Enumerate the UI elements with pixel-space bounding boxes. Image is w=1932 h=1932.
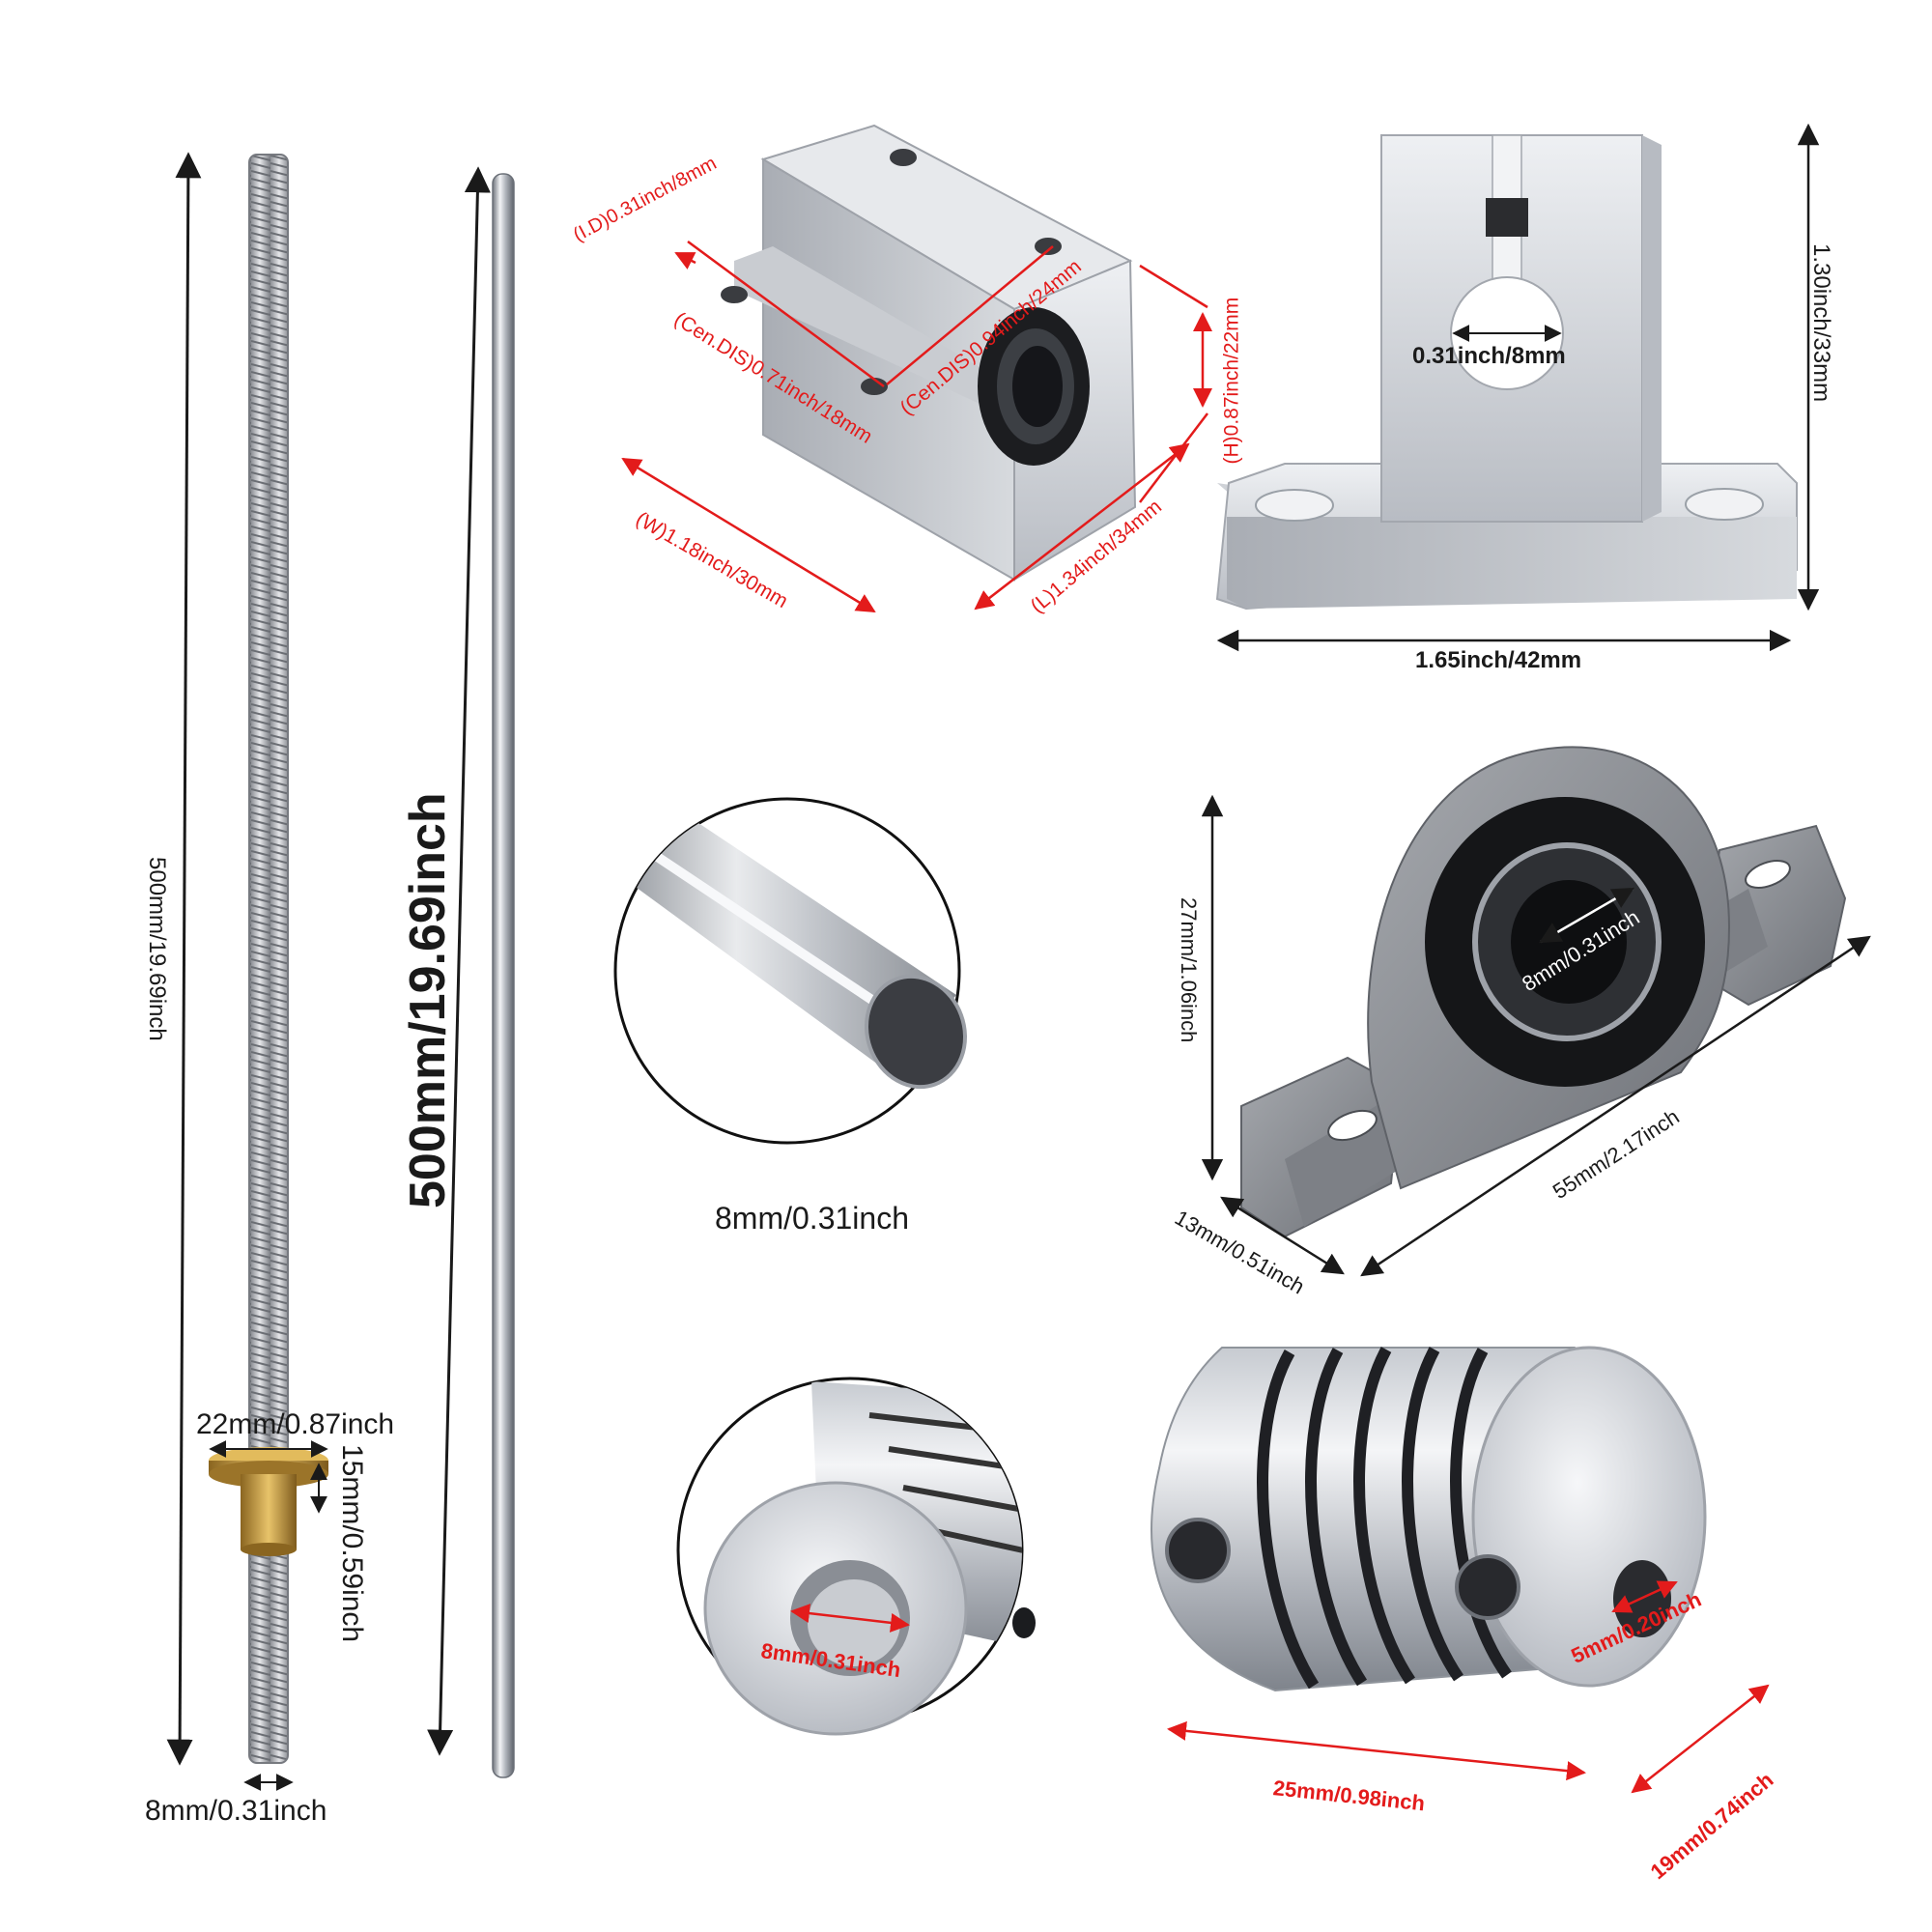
bearing-block-dimensions <box>621 240 1212 613</box>
screw-diameter-label: 8mm/0.31inch <box>145 1795 327 1827</box>
linear-bearing-block-icon <box>721 124 1137 582</box>
screw-length-arrow <box>166 152 202 1766</box>
brass-nut-icon <box>209 1447 328 1556</box>
rod-length-arrow <box>427 166 491 1756</box>
linear-rod-icon <box>492 173 515 1778</box>
flexible-coupler-icon <box>1151 1346 1707 1692</box>
shaft-support-icon <box>1215 134 1798 611</box>
nut-diameter-label: 22mm/0.87inch <box>196 1408 395 1440</box>
support-bore-label: 0.31inch/8mm <box>1412 343 1566 369</box>
block-height-label: (H)0.87inch/22mm <box>1220 297 1243 465</box>
pillow-height-label: 27mm/1.06inch <box>1177 897 1201 1043</box>
rod-end-diameter-label: 8mm/0.31inch <box>715 1201 909 1236</box>
support-height-label: 1.30inch/33mm <box>1808 243 1834 403</box>
coupler-bore-8-arrow <box>790 1604 910 1633</box>
pillow-block-bearing-icon <box>1240 746 1847 1238</box>
nut-length-label: 15mm/0.59inch <box>336 1444 368 1643</box>
rod-end-closeup-icon <box>613 797 968 1145</box>
coupler-closeup-icon <box>676 1377 1036 1736</box>
pillow-block-dimensions <box>1201 794 1871 1277</box>
coupler-dimensions <box>1167 1580 1770 1794</box>
screw-length-label: 500mm/19.69inch <box>144 857 170 1041</box>
lead-screw-icon <box>209 154 328 1764</box>
rod-length-label: 500mm/19.69inch <box>400 792 456 1208</box>
support-width-label: 1.65inch/42mm <box>1415 647 1582 673</box>
